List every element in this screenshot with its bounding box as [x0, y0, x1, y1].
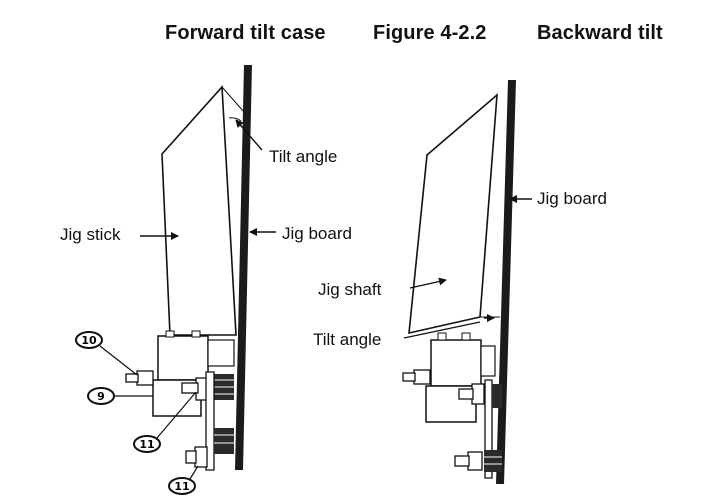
label-right-tilt-angle: Tilt angle: [313, 330, 382, 349]
left-assembly: 10 9 11 11: [75, 65, 276, 495]
figure-number: Figure 4-2.2: [373, 22, 487, 44]
svg-text:10: 10: [81, 334, 97, 347]
left-jig-board: [235, 65, 252, 470]
callout-11-upper: 11: [133, 391, 197, 453]
callout-11-lower: 11: [168, 465, 199, 495]
svg-text:9: 9: [97, 390, 105, 403]
heading-backward-tilt: Backward tilt: [537, 22, 663, 44]
heading-forward-tilt: Forward tilt case: [165, 22, 326, 44]
left-jig-stick: [161, 85, 237, 336]
label-left-tilt-angle: Tilt angle: [269, 147, 338, 166]
right-clamp-block-upper: [430, 339, 482, 387]
svg-text:11: 11: [139, 438, 154, 451]
arrow-left-tilt-angle: [235, 119, 263, 151]
arrow-right-tilt-angle: [403, 321, 481, 339]
svg-text:11: 11: [174, 480, 189, 493]
label-left-jig-board: Jig board: [282, 224, 352, 243]
left-clamp-block-upper: [157, 335, 209, 381]
label-jig-stick: Jig stick: [60, 225, 121, 244]
right-jig-shaft: [408, 93, 498, 335]
right-jig-board: [496, 80, 516, 484]
arrow-jig-shaft: [409, 277, 447, 289]
callout-10: 10: [75, 331, 138, 376]
label-right-jig-board: Jig board: [537, 189, 607, 208]
callout-9: 9: [87, 387, 153, 405]
right-assembly: [402, 80, 532, 484]
label-jig-shaft: Jig shaft: [318, 280, 382, 299]
